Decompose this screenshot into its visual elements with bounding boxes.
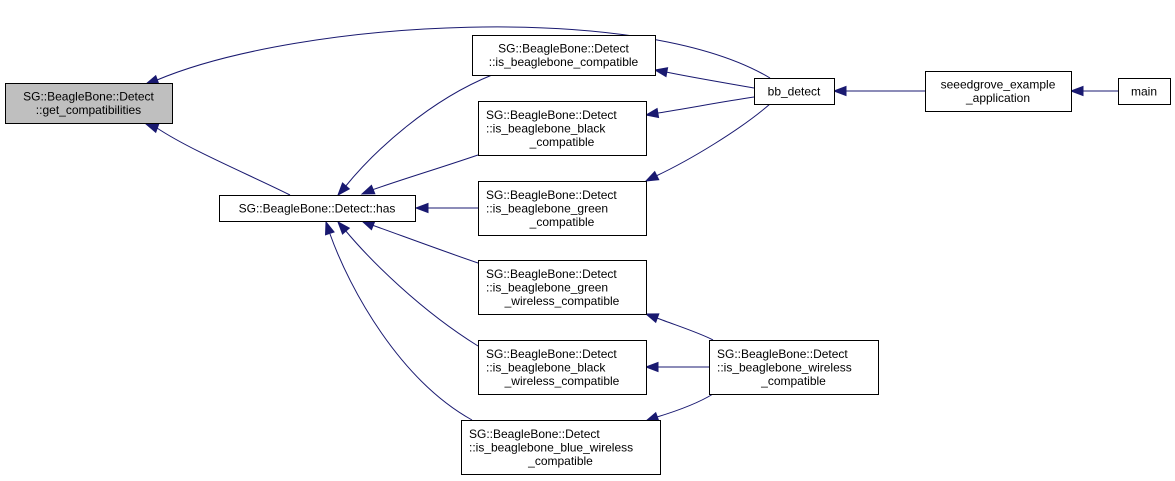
edge-line <box>656 317 714 341</box>
node-label-line: ::is_beaglebone_compatible <box>489 55 639 69</box>
node-label-line: seeedgrove_example <box>941 78 1056 92</box>
node-bb_detect[interactable]: bb_detect <box>754 78 835 105</box>
edge-is_bb-to-has <box>337 74 493 197</box>
node-is_bbblue[interactable]: SG::BeagleBone::Detect::is_beaglebone_bl… <box>461 420 661 475</box>
node-label-line: _compatible <box>527 454 593 468</box>
node-label-line: SG::BeagleBone::Detect <box>498 42 629 56</box>
edge-line <box>344 229 479 347</box>
edge-has-to-get_compat <box>144 123 291 196</box>
edge-line <box>665 71 755 89</box>
arrowhead-icon <box>644 107 660 119</box>
node-box <box>754 78 835 105</box>
edge-line <box>344 74 493 188</box>
edge-line <box>655 103 771 177</box>
edge-is_bbw-to-is_bbbw <box>644 361 709 373</box>
node-label-line: _wireless_compatible <box>504 294 620 308</box>
node-label-line: SG::BeagleBone::Detect <box>486 188 617 202</box>
node-is_bbbw[interactable]: SG::BeagleBone::Detect::is_beaglebone_bl… <box>478 340 647 395</box>
arrowhead-icon <box>144 123 160 134</box>
edge-line <box>371 154 479 191</box>
edge-line <box>156 26 771 81</box>
edge-is_bbgw-to-has <box>360 220 479 264</box>
edges-layer <box>144 26 1118 422</box>
node-box <box>478 101 647 156</box>
arrowhead-icon <box>360 184 376 195</box>
edge-seeed-to-bb_detect <box>832 85 925 97</box>
node-label-line: _compatible <box>529 215 595 229</box>
arrowhead-icon <box>337 182 351 197</box>
node-box <box>5 83 173 124</box>
arrowhead-icon <box>644 361 659 373</box>
node-is_bbb[interactable]: SG::BeagleBone::Detect::is_beaglebone_bl… <box>478 101 647 156</box>
arrowhead-icon <box>414 202 429 214</box>
node-label-line: ::is_beaglebone_green <box>486 201 608 215</box>
node-box <box>219 195 416 222</box>
node-box <box>709 340 879 395</box>
arrowhead-icon <box>337 220 351 235</box>
edge-bb_detect-to-is_bbb <box>644 96 755 119</box>
node-label-line: bb_detect <box>768 84 821 98</box>
nodes-layer: SG::BeagleBone::Detect::get_compatibilit… <box>5 35 1171 475</box>
edge-is_bbw-to-is_bbgw <box>644 313 714 341</box>
node-label-line: SG::BeagleBone::Detect <box>486 267 617 281</box>
node-label-line: _wireless_compatible <box>504 374 620 388</box>
edge-bb_detect-to-get_compat <box>144 26 771 85</box>
node-label-line: ::is_beaglebone_blue_wireless <box>469 440 633 454</box>
node-label-line: SG::BeagleBone::Detect::has <box>239 201 396 215</box>
node-box <box>1118 78 1171 105</box>
edge-is_bbg-to-has <box>414 202 478 214</box>
node-label-line: SG::BeagleBone::Detect <box>469 427 600 441</box>
node-box <box>925 71 1072 112</box>
node-has[interactable]: SG::BeagleBone::Detect::has <box>219 195 416 222</box>
node-label-line: ::is_beaglebone_green <box>486 280 608 294</box>
arrowhead-icon <box>644 170 660 182</box>
node-label-line: main <box>1131 84 1157 98</box>
arrowhead-icon <box>144 74 160 85</box>
node-box <box>478 260 647 315</box>
arrowhead-icon <box>832 85 847 97</box>
node-get_compat: SG::BeagleBone::Detect::get_compatibilit… <box>5 83 173 124</box>
edge-main-to-seeed <box>1069 85 1118 97</box>
edge-is_bbb-to-has <box>360 154 479 195</box>
edge-is_bbblue-to-has <box>324 220 473 421</box>
edge-line <box>657 96 755 114</box>
node-label-line: SG::BeagleBone::Detect <box>717 347 848 361</box>
node-main[interactable]: main <box>1118 78 1171 105</box>
arrowhead-icon <box>644 411 660 422</box>
node-label-line: SG::BeagleBone::Detect <box>486 108 617 122</box>
node-label-line: ::get_compatibilities <box>36 103 141 117</box>
arrowhead-icon <box>653 67 669 78</box>
node-box <box>461 420 661 475</box>
node-is_bbg[interactable]: SG::BeagleBone::Detect::is_beaglebone_gr… <box>478 181 647 236</box>
edge-line <box>371 224 479 264</box>
arrowhead-icon <box>1069 85 1084 97</box>
node-box <box>478 340 647 395</box>
edge-bb_detect-to-is_bbg <box>644 103 771 182</box>
node-label-line: SG::BeagleBone::Detect <box>23 90 154 104</box>
node-label-line: _compatible <box>760 374 826 388</box>
node-label-line: SG::BeagleBone::Detect <box>486 347 617 361</box>
node-is_bbw[interactable]: SG::BeagleBone::Detect::is_beaglebone_wi… <box>709 340 879 395</box>
edge-line <box>329 233 473 421</box>
edge-is_bbbw-to-has <box>337 220 479 347</box>
node-box <box>472 35 656 76</box>
node-seeed[interactable]: seeedgrove_example_application <box>925 71 1072 112</box>
arrowhead-icon <box>324 220 335 236</box>
arrowhead-icon <box>644 313 660 324</box>
node-is_bbgw[interactable]: SG::BeagleBone::Detect::is_beaglebone_gr… <box>478 260 647 315</box>
edge-line <box>656 393 714 418</box>
node-label-line: ::is_beaglebone_wireless <box>717 360 852 374</box>
edge-is_bbw-to-is_bbblue <box>644 393 714 422</box>
arrowhead-icon <box>360 220 376 231</box>
node-box <box>478 181 647 236</box>
node-label-line: _application <box>965 91 1030 105</box>
node-is_bb[interactable]: SG::BeagleBone::Detect::is_beaglebone_co… <box>472 35 656 76</box>
node-label-line: ::is_beaglebone_black <box>486 121 606 135</box>
node-label-line: ::is_beaglebone_black <box>486 360 606 374</box>
node-label-line: _compatible <box>529 135 595 149</box>
edge-bb_detect-to-is_bb <box>653 67 755 89</box>
edge-line <box>156 127 291 196</box>
